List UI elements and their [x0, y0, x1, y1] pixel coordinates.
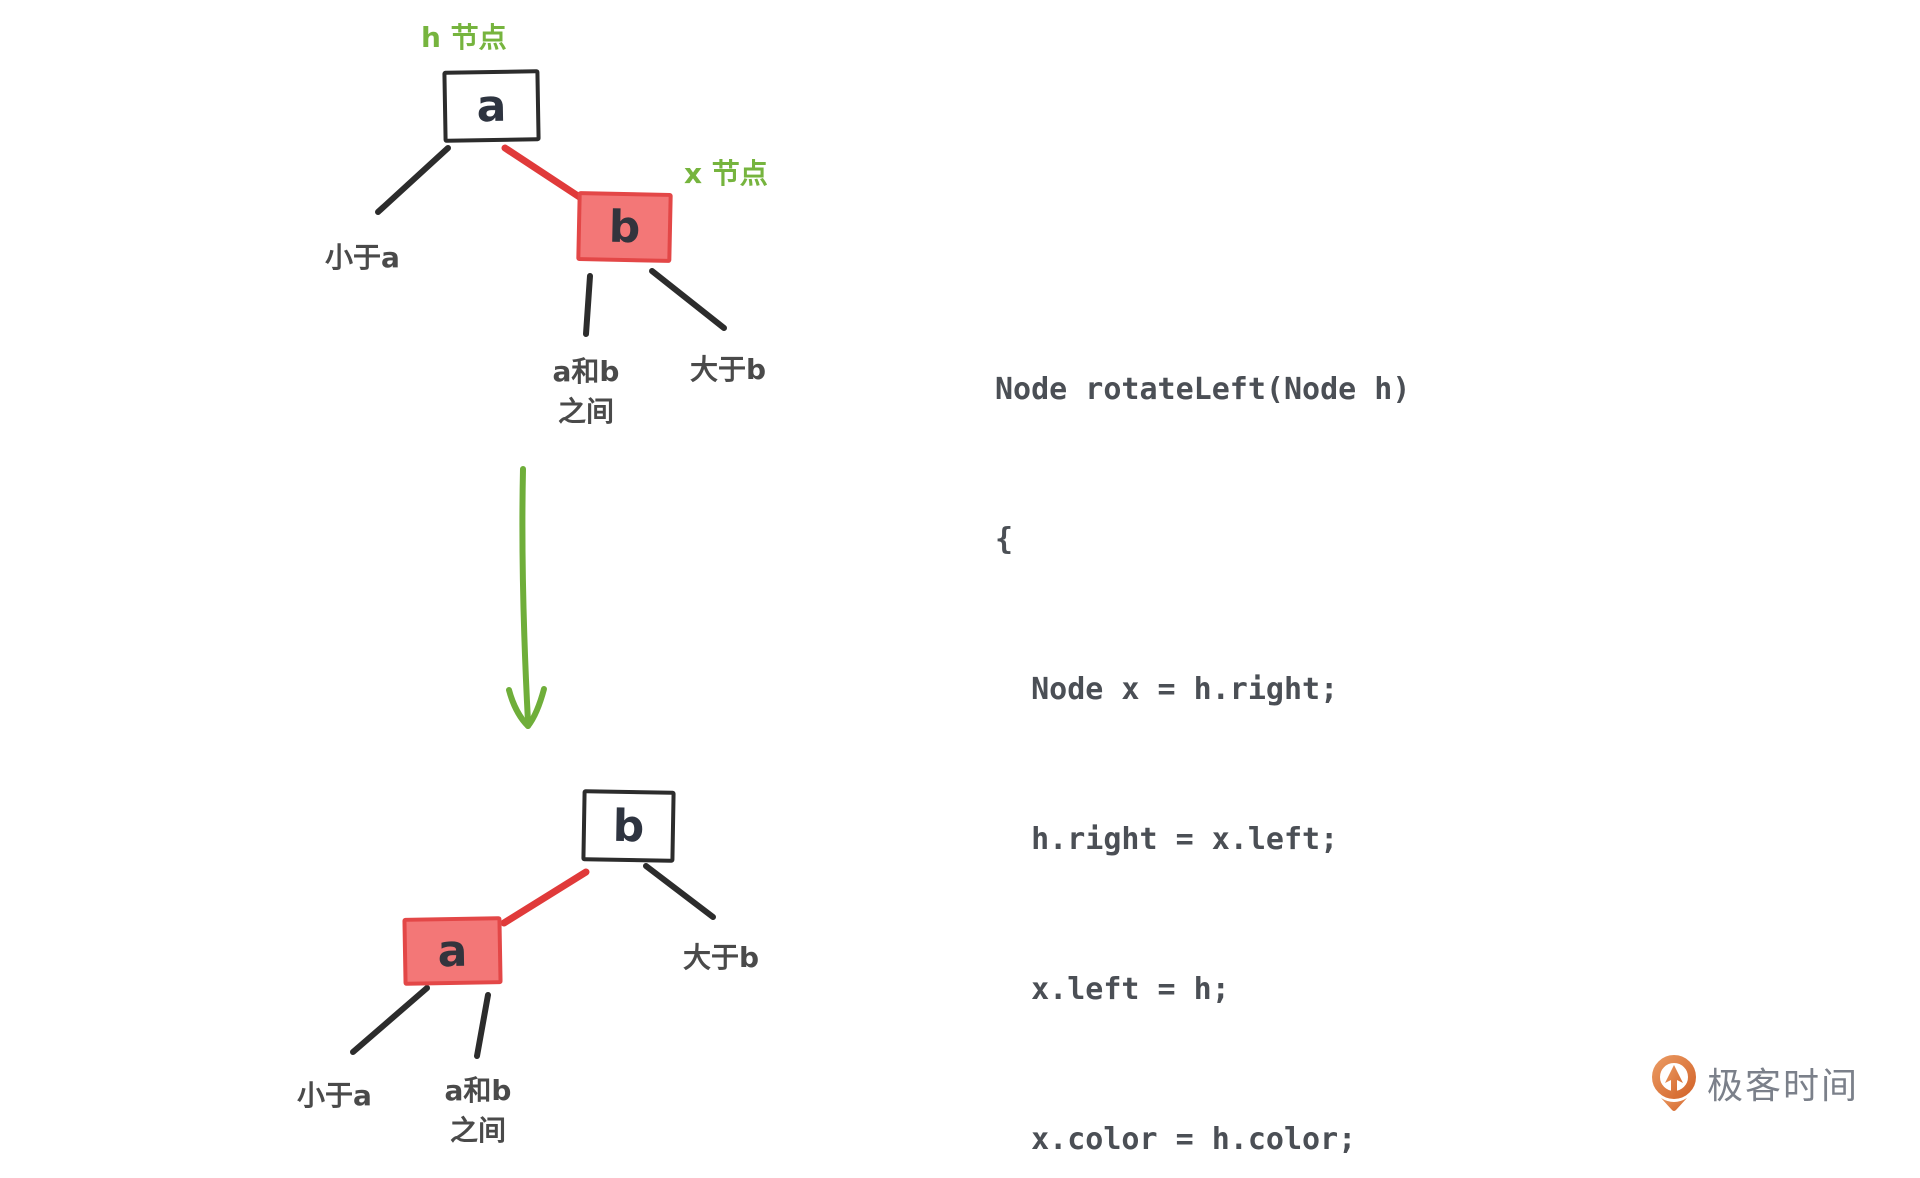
h-node-label: h 节点	[421, 21, 507, 54]
x-node-label: x 节点	[684, 157, 768, 190]
top-less-than-a-label: 小于a	[325, 241, 400, 274]
edge-b-right-child	[649, 268, 727, 331]
code-line: h.right = x.left;	[995, 822, 1339, 857]
top-node-a: a	[442, 69, 541, 143]
edge-a-left-child	[375, 145, 451, 215]
bottom-less-than-a-label: 小于a	[297, 1079, 372, 1112]
code-line: x.color = h.color;	[995, 1122, 1357, 1157]
edge-b-left-child	[583, 273, 593, 337]
bottom-diagram-edges	[350, 863, 716, 1059]
bottom-node-a: a	[402, 916, 503, 986]
rotate-left-code-block: Node rotateLeft(Node h) { Node x = h.rig…	[995, 265, 1465, 1178]
edge-a-mid-child	[474, 992, 491, 1059]
geektime-logo: 极客时间	[1650, 1054, 1859, 1112]
top-greater-than-b-label: 大于b	[690, 353, 767, 386]
arrow-shaft	[519, 466, 531, 725]
geektime-logo-text: 极客时间	[1707, 1066, 1860, 1107]
top-between-a-b-label: a和b 之间	[552, 355, 620, 428]
code-line: Node x = h.right;	[995, 672, 1339, 707]
edge-a-to-b-red	[501, 144, 585, 202]
rotate-transform-arrow	[506, 466, 547, 729]
code-line: Node rotateLeft(Node h)	[995, 372, 1411, 407]
geektime-logo-icon	[1652, 1055, 1696, 1111]
code-line: {	[995, 522, 1014, 557]
top-node-b: b	[576, 191, 673, 263]
edge-a-left-child	[350, 985, 430, 1055]
edge-b-right-child	[643, 863, 716, 920]
bottom-greater-than-b-label: 大于b	[683, 941, 760, 974]
top-diagram-edges	[375, 144, 727, 337]
bottom-between-a-b-label: a和b 之间	[444, 1074, 512, 1147]
arrow-head-right	[525, 686, 547, 729]
code-line: x.left = h;	[995, 972, 1230, 1007]
bottom-node-b: b	[581, 789, 676, 863]
edge-b-to-a-red	[500, 868, 590, 927]
